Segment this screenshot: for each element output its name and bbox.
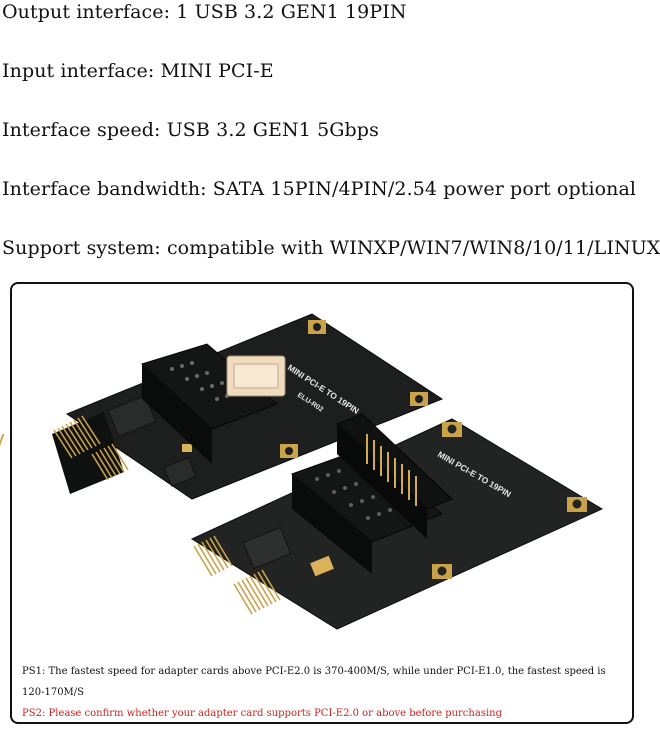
note-ps1-line1: PS1: The fastest speed for adapter cards… <box>22 666 606 677</box>
mounting-hole <box>280 444 298 458</box>
card-front: MINI PCI-E TO 19PIN <box>190 413 604 630</box>
card-back: MINI PCI-E TO 19PIN ELU-R02 <box>0 313 444 500</box>
spec-input-interface: Input interface: MINI PCI-E <box>2 60 274 82</box>
spec-interface-bandwidth: Interface bandwidth: SATA 15PIN/4PIN/2.5… <box>2 178 637 200</box>
spec-output-interface: Output interface: 1 USB 3.2 GEN1 19PIN <box>2 1 407 23</box>
mounting-hole <box>567 497 587 512</box>
notes-block: PS1: The fastest speed for adapter cards… <box>22 661 622 724</box>
note-ps1-line2: 120-170M/S <box>22 687 85 698</box>
usb-19pin-header-front <box>291 448 443 574</box>
power-connector <box>226 355 286 397</box>
mounting-hole <box>432 564 452 579</box>
mounting-hole <box>442 422 462 437</box>
product-photo-frame: MINI PCI-E TO 19PIN ELU-R02 <box>0 282 634 724</box>
spec-support-system: Support system: compatible with WINXP/WI… <box>2 237 660 259</box>
mounting-hole <box>410 392 428 406</box>
note-ps2: PS2: Please confirm whether your adapter… <box>22 708 502 719</box>
sata-power-connector <box>336 413 453 539</box>
usb-19pin-header-back <box>141 343 278 464</box>
mounting-hole <box>308 320 326 334</box>
product-photo: MINI PCI-E TO 19PIN ELU-R02 <box>0 313 604 630</box>
spec-interface-speed: Interface speed: USB 3.2 GEN1 5Gbps <box>2 119 379 141</box>
